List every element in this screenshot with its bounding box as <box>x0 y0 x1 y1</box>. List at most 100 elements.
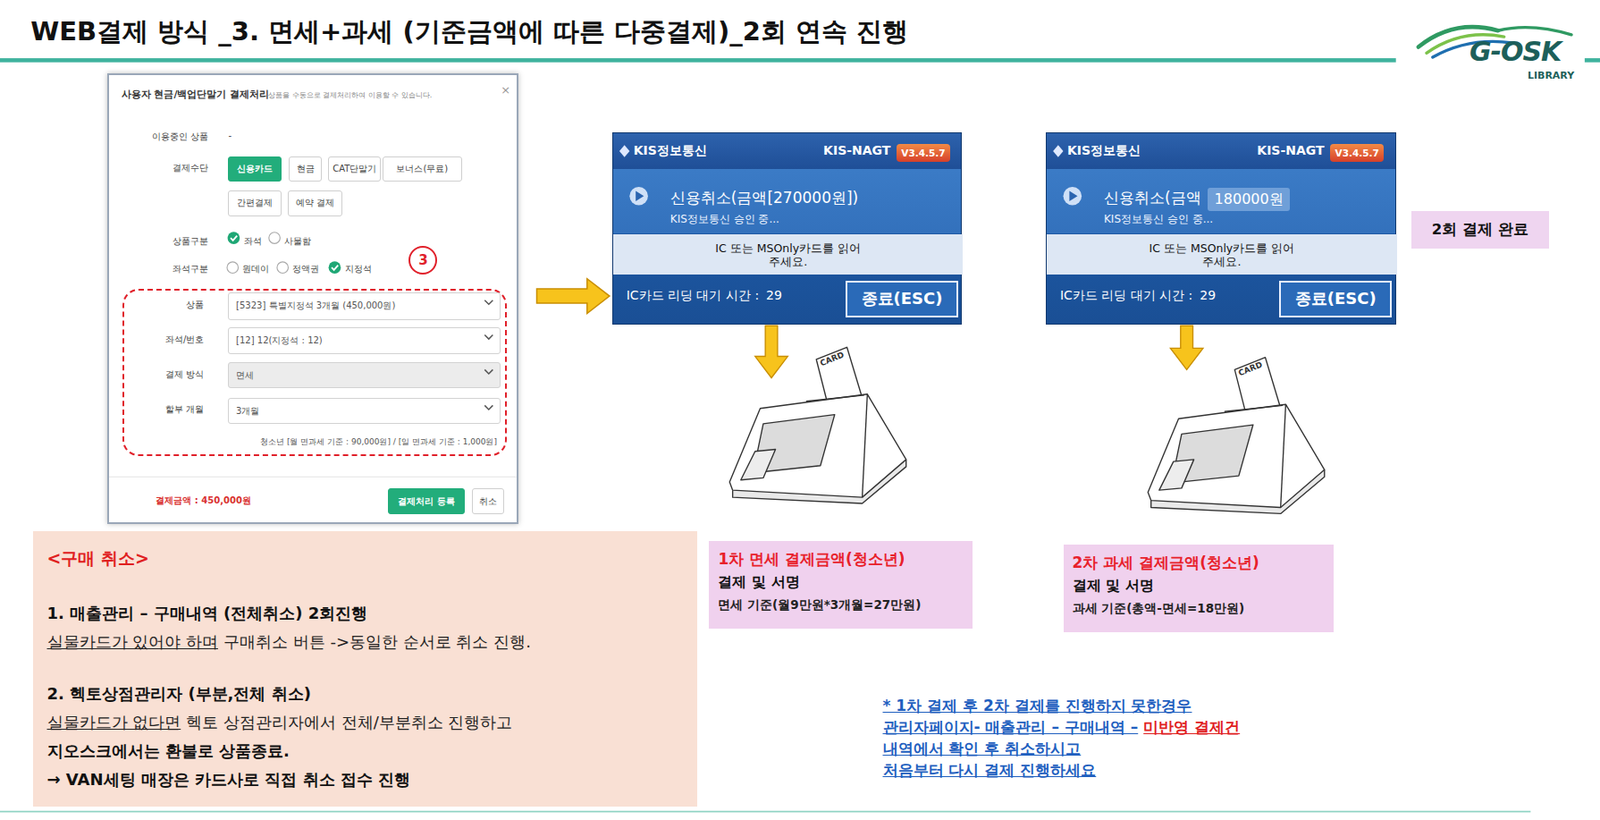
dialog-divider <box>109 476 516 478</box>
text-label: CAT단말기 <box>332 162 377 176</box>
method-button: 예약 결제 <box>287 190 344 217</box>
version-badge: V3.4.5.7 <box>896 143 950 163</box>
radio-button <box>230 235 237 241</box>
method-button: 신용카드 <box>227 156 281 181</box>
text-label: 지오스크에서는 환불로 상품종료. <box>47 736 683 766</box>
rule-line <box>1584 58 1600 63</box>
text-label: 상품 <box>185 298 204 312</box>
text-row: 실물카드가 있어야 하며구매취소 버튼 ->동일한 순서로 취소 진행. <box>47 627 683 657</box>
version-badge: V3.4.5.7 <box>1330 143 1383 163</box>
text-label: 2회 결제 완료 <box>1431 219 1529 240</box>
text-label: KIS정보통신 <box>633 143 708 160</box>
dashed-highlight: 상품좌석/번호결제 방식할부 개월청소년 [월 면과세 기준 : 90,000원… <box>122 288 507 456</box>
text-label: IC 또는 MSOnly카드를 읽어주세요. <box>1147 241 1296 269</box>
esc-button: 종료(ESC) <box>1279 280 1392 318</box>
text-label: 신용카드 <box>236 162 273 176</box>
prompt-band: IC 또는 MSOnly카드를 읽어주세요. <box>1046 234 1398 275</box>
text-label: 좌석 <box>244 235 262 248</box>
esc-button: 종료(ESC) <box>845 280 959 318</box>
down-arrow <box>1170 325 1204 370</box>
text-label: 실물카드가 있어야 하며 <box>47 627 219 657</box>
text-label: 헥토 상점관리자에서 전체/부분취소 진행하고 <box>185 707 513 737</box>
text-label: 미반영 결제건 <box>1143 715 1240 738</box>
text-label: 정액권 <box>292 262 320 276</box>
card-terminal <box>729 346 906 504</box>
kis-icon <box>635 191 644 202</box>
text-label: 상품을 수동으로 결제처리하여 이용할 수 있습니다. <box>268 90 432 101</box>
method-button: 현금 <box>288 156 323 181</box>
text-label: 사용자 현금/백업단말기 결제처리 <box>121 87 270 102</box>
kis-icon <box>1052 144 1063 158</box>
text-label: IC카드 리딩 대기 시간 : <box>1060 287 1193 304</box>
text-label: 2차 과세 결제금액(청소년) <box>1072 551 1326 573</box>
cancel-note-panel: <구매 취소> 1. 매출관리 – 구매내역 (전체취소) 2회진행실물카드가 있… <box>33 530 698 807</box>
card-terminal <box>741 448 776 480</box>
radio-button <box>227 231 241 245</box>
kis-icon <box>629 186 649 206</box>
text-label: 좌석/번호 <box>165 333 204 346</box>
text-row: 관리자페이지- 매출관리 – 구매내역 –미반영 결제건 <box>883 715 1241 738</box>
text-label: 취소 <box>479 495 497 508</box>
text-label: <구매 취소> <box>47 543 683 573</box>
card-terminal <box>1159 459 1195 490</box>
text-label: 간편결제 <box>236 196 273 210</box>
payment-step-box: 1차 면세 결제금액(청소년)결제 및 서명면세 기준(월9만원*3개월=27만… <box>708 540 973 629</box>
text-label: IC 또는 MSOnly카드를 읽어주세요. <box>714 241 862 269</box>
rule-line <box>0 58 1397 63</box>
text-label: 보너스(무료) <box>395 162 448 176</box>
text-label: 상품구분 <box>172 235 209 248</box>
method-button: 보너스(무료) <box>382 156 463 181</box>
text-label: 2. 헥토상점관리자 (부분,전체 취소) <box>47 679 683 708</box>
text-row: 내역에서 확인 후 취소하시고 <box>883 737 1241 759</box>
select-box: 3개월 <box>227 397 501 425</box>
select-box: 면세 <box>227 362 501 389</box>
text-label: 1. 매출관리 – 구매내역 (전체취소) 2회진행 <box>47 598 683 628</box>
method-button: 간편결제 <box>227 190 281 217</box>
text-label: 결제 및 서명 <box>717 571 964 593</box>
text-label: 현금 <box>296 162 315 176</box>
radio-button <box>227 261 239 274</box>
text-label: 3 <box>418 252 428 269</box>
card-terminal <box>862 394 868 497</box>
select-chevron <box>484 300 493 305</box>
text-label: 청소년 [월 면과세 기준 : 90,000원] / [일 면과세 기준 : 1… <box>260 436 497 448</box>
text-label: V3.4.5.7 <box>1335 147 1380 159</box>
text-label: 결제 및 서명 <box>1072 574 1326 597</box>
kis-icon <box>619 144 1082 205</box>
logo-book-icon <box>1498 27 1572 35</box>
select-chevron <box>484 404 493 410</box>
card-terminal <box>1147 404 1324 507</box>
kis-window: KIS정보통신KIS-NAGT신용취소(금액KIS정보통신 승인 중...IC카… <box>1045 132 1397 325</box>
text-label: 좌석구분 <box>172 262 209 276</box>
text-label: KIS정보통신 <box>1067 143 1141 160</box>
rule-line <box>0 58 1600 812</box>
text-label: 29 <box>766 287 783 303</box>
text-label: → VAN세팅 매장은 카드사로 직접 취소 접수 진행 <box>47 765 683 794</box>
text-label: LIBRARY <box>1527 69 1575 82</box>
cancel-button: 취소 <box>471 488 504 514</box>
text-label: G-OSK <box>1469 35 1561 68</box>
text-label: × <box>500 83 511 97</box>
text-label: 이용중인 상품 <box>151 130 209 144</box>
dialog-divider <box>109 476 516 478</box>
kis-icon <box>619 144 630 158</box>
text-label: 처음부터 다시 결제 진행하세요 <box>883 758 1097 781</box>
text-label: 내역에서 확인 후 취소하시고 <box>883 737 1082 759</box>
text-label: 180000원 <box>1214 190 1284 210</box>
text-label: 결제금액 : 450,000원 <box>155 494 252 507</box>
text-row: 처음부터 다시 결제 진행하세요 <box>883 758 1241 781</box>
text-label: KIS정보통신 승인 중... <box>1103 211 1213 228</box>
text-label: KIS-NAGT <box>823 143 891 158</box>
text-label: KIS정보통신 승인 중... <box>670 211 780 228</box>
text-label: KIS-NAGT <box>1256 143 1324 158</box>
text-row: 실물카드가 없다면헥토 상점관리자에서 전체/부분취소 진행하고 <box>47 707 683 737</box>
text-label: 관리자페이지- 매출관리 – 구매내역 – <box>883 715 1139 738</box>
text-label: IC카드 리딩 대기 시간 : <box>626 287 759 304</box>
kis-window: KIS정보통신 KIS-NAGT 신용취소(금액[270000원]) KIS정보통신 … <box>612 132 963 325</box>
text-label: 신용취소(금액[270000원]) <box>670 187 859 209</box>
select-chevron <box>484 335 493 340</box>
text-label: 결제 방식 <box>165 368 204 381</box>
card-terminal <box>1147 357 1324 514</box>
text-label: 3개월 <box>235 404 500 418</box>
